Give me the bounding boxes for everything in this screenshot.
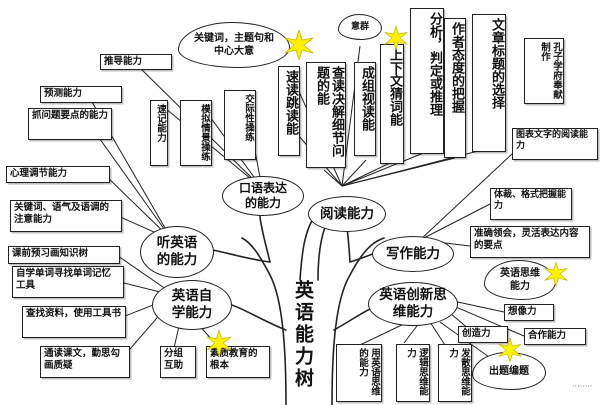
- starburst-icon: [544, 262, 568, 286]
- reading-item-8: 孔子学府奉献制作: [524, 38, 564, 104]
- branch-self-study-label: 英语自学能力: [171, 288, 213, 321]
- self-study-item-3: 查找资料，使用工具书: [22, 306, 126, 338]
- cloud-exercise-label: 出题编题: [489, 365, 529, 377]
- branch-innovation: 英语创新思维能力: [368, 282, 458, 326]
- innovation-item-2: 合作能力: [524, 328, 586, 345]
- starburst-icon: [498, 338, 522, 362]
- reading-item-5: 分析，判定或推理: [410, 8, 444, 154]
- starburst-icon: [284, 30, 314, 60]
- trunk-left-edge: [241, 237, 287, 405]
- branch-writing-label: 写作能力: [386, 245, 440, 262]
- cloud-thinking: 英语思维能力: [484, 260, 556, 300]
- listening-item-4: 关键词、语气及语调的注意能力: [10, 200, 122, 232]
- branch-reading: 阅读能力: [308, 196, 386, 232]
- reading-item-6: 作者态度的把握: [444, 18, 466, 158]
- branch-self-study: 英语自学能力: [152, 280, 232, 330]
- branch-innovation-label: 英语创新思维能力: [379, 287, 447, 320]
- listening-item-1: 预测能力: [40, 86, 122, 103]
- branch-listening-label: 听英语的能力: [156, 235, 198, 268]
- speaking-item-4: 交际性操练: [224, 90, 256, 160]
- cloud-intent: 意群: [338, 14, 382, 40]
- writing-item-1: 图表文字的阅读能力: [512, 128, 598, 160]
- self-study-item-1: 课前预习画知识树: [8, 246, 120, 264]
- reading-item-2: 查读决解细节问题的能: [306, 62, 346, 168]
- cloud-keywords-label: 关键词，主题句和中心大意: [194, 33, 274, 57]
- starburst-icon: [206, 330, 232, 356]
- innovation-item-5: 逻辑思维能力: [396, 344, 430, 402]
- branch-speaking: 口语表达的能力: [222, 176, 304, 216]
- self-study-item-4: 通读课文，勤思勾画质疑: [40, 346, 130, 378]
- self-study-item-5: 分组互助: [160, 346, 196, 378]
- innovation-item-1: 想像力: [504, 304, 554, 321]
- branch-listening: 听英语的能力: [140, 226, 214, 278]
- trunk-right-edge: [331, 237, 385, 405]
- branch-reading-label: 阅读能力: [320, 205, 374, 222]
- starburst-icon: [384, 26, 408, 50]
- cloud-thinking-label: 英语思维能力: [500, 268, 540, 292]
- innovation-item-6: 发散思维能力: [438, 344, 472, 402]
- writing-item-3: 准确领会，灵活表达内容的要点: [470, 226, 590, 258]
- trunk-label: 英语能力树: [292, 280, 314, 390]
- speaking-item-2: 速记能力: [150, 100, 168, 166]
- reading-item-1: 速读跳读能: [278, 66, 300, 156]
- listening-item-2: 抓问题要点的能力: [28, 108, 112, 140]
- cloud-keywords: 关键词，主题句和中心大意: [178, 22, 290, 68]
- speaking-item-3: 模拟情景操练: [180, 100, 212, 166]
- speaking-item-1: 推导能力: [100, 54, 172, 70]
- innovation-item-4: 用英语思维的能力: [336, 344, 382, 402]
- cloud-intent-label: 意群: [350, 21, 369, 32]
- branch-writing: 写作能力: [372, 236, 454, 272]
- self-study-item-6: 素质教育的根本: [206, 346, 270, 378]
- self-study-item-2: 自学单词寻找单词记忆工具: [12, 266, 124, 298]
- reading-item-4: 上下文猜词能: [380, 44, 404, 164]
- reading-item-3: 成组视读能: [354, 62, 376, 156]
- listening-item-3: 心理调节能力: [6, 166, 110, 183]
- branch-speaking-label: 口语表达的能力: [238, 181, 287, 210]
- watermark: ········: [572, 382, 593, 391]
- writing-item-2: 体裁、格式把握能力: [490, 188, 572, 220]
- reading-item-7: 文章标题的选择: [472, 14, 506, 152]
- innovation-item-3: 创造力: [458, 326, 508, 343]
